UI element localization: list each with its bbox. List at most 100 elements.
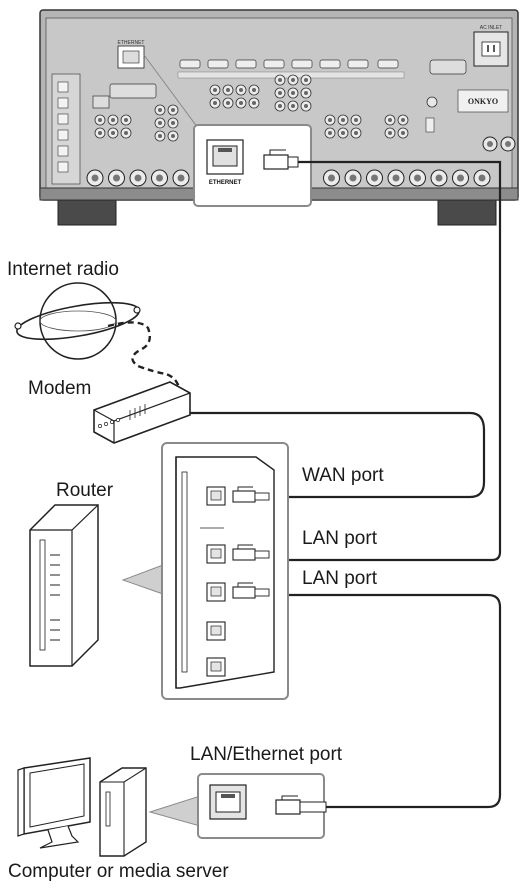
fm-antenna-terminal <box>425 117 435 133</box>
speaker-terminal-core <box>457 174 464 182</box>
speaker-clip-terminal <box>57 81 69 93</box>
rca-jack-core <box>401 118 405 122</box>
computer-plug-boot <box>299 801 327 813</box>
orbit-dot-right <box>133 306 141 314</box>
ethernet-zoom-plug-boot <box>287 156 299 168</box>
rca-jack-core <box>98 131 102 135</box>
hdmi-port <box>319 59 341 69</box>
modem-device <box>93 381 191 444</box>
speaker-terminal-core <box>177 174 185 182</box>
rca-jack-core <box>291 78 295 82</box>
speaker-clip-terminal <box>57 145 69 157</box>
brand-logo: ONKYO <box>468 97 498 106</box>
speaker-terminals <box>86 169 491 187</box>
computer-device <box>17 757 327 857</box>
left-terminals <box>57 81 69 173</box>
pc-input-port <box>429 59 467 75</box>
router-cable-plug-latch <box>237 544 253 549</box>
rca-jack-core <box>291 104 295 108</box>
router-cable-plug <box>232 586 256 599</box>
computer-tower <box>99 767 147 857</box>
computer-ethernet-jack-pins <box>221 794 235 798</box>
computer-callout-pointer <box>148 795 201 827</box>
speaker-terminal-core <box>392 174 400 182</box>
rca-jack-core <box>304 91 308 95</box>
modem-body <box>93 381 191 444</box>
computer-monitor-screen <box>29 763 85 828</box>
rca-jack-core <box>226 88 230 92</box>
rca-jack-core <box>278 91 282 95</box>
computer-plug-latch <box>281 795 298 800</box>
rca-jack-core <box>171 108 175 112</box>
brand-plate <box>457 89 509 113</box>
ac-inlet-label: AC INLET <box>480 25 503 31</box>
speaker-clip-terminal <box>57 129 69 141</box>
cables <box>190 160 502 809</box>
rca-jack-core <box>328 131 332 135</box>
rca-jack-core <box>304 104 308 108</box>
internet-radio-label: Internet radio <box>7 259 119 280</box>
rca-jack-core <box>239 101 243 105</box>
ethernet-port-small-jack <box>122 50 140 64</box>
rca-jack-core <box>354 118 358 122</box>
computer-tower-slot <box>105 791 111 827</box>
router-cable-plug-boot <box>254 492 270 501</box>
hdmi-port <box>179 59 201 69</box>
rca-jack-core <box>252 101 256 105</box>
speaker-terminal-core <box>478 174 486 182</box>
router-ethernet-jack <box>210 548 222 559</box>
hdmi-port <box>377 59 399 69</box>
router-callout-pointer <box>121 564 164 595</box>
computer-monitor-stand <box>39 825 80 849</box>
hdmi-port <box>347 59 369 69</box>
rca-jack-core <box>213 101 217 105</box>
modem-led <box>116 418 120 422</box>
receiver-foot-right <box>437 196 497 226</box>
router-tower-slot <box>39 539 46 651</box>
router-back-slot <box>181 471 188 673</box>
router-ethernet-jack <box>210 625 222 636</box>
universal-port <box>109 83 157 99</box>
router-indicator-lines <box>50 554 60 641</box>
rca-jack-core <box>111 118 115 122</box>
rca-jack-core <box>171 121 175 125</box>
rca-jack-core <box>278 104 282 108</box>
router-label: Router <box>56 480 114 501</box>
hdmi-port <box>207 59 229 69</box>
speaker-terminal-core <box>349 174 357 182</box>
speaker-clip-terminal <box>57 97 69 109</box>
ethernet-zoom-plug-latch <box>269 149 286 155</box>
hdmi-port <box>235 59 257 69</box>
internet-link-dashed <box>107 321 182 393</box>
computer-ethernet-plug <box>275 799 301 815</box>
rca-jack-core <box>388 118 392 122</box>
rca-jack-core <box>252 88 256 92</box>
rca-jack-core <box>124 131 128 135</box>
modem-leds <box>98 404 146 428</box>
am-antenna-terminal <box>426 96 438 108</box>
rca-jack-core <box>341 118 345 122</box>
rca-jack-core <box>354 131 358 135</box>
rca-jack-core <box>158 121 162 125</box>
modem-label: Modem <box>28 378 92 399</box>
speaker-terminal-core <box>91 174 99 182</box>
router-cable-plug-latch <box>237 582 253 587</box>
rca-jack-core <box>98 118 102 122</box>
speaker-terminal-core <box>113 174 120 182</box>
lan-port-label-2: LAN port <box>302 568 377 589</box>
rca-jack-core <box>158 134 162 138</box>
router-device <box>29 442 289 700</box>
router-cable-plug-boot <box>254 588 270 597</box>
router-ethernet-jack <box>210 661 222 672</box>
router-ports <box>206 486 270 677</box>
orbit-dot-left <box>14 322 22 330</box>
ethernet-zoom-label: ETHERNET <box>209 180 242 186</box>
ethernet-zoom-plug <box>263 154 289 170</box>
receiver-ethernet-cable <box>270 160 502 562</box>
hdmi-port <box>291 59 313 69</box>
router-cable-plug <box>232 490 256 503</box>
usb-port <box>92 95 110 109</box>
speaker-clip-terminal <box>57 113 69 125</box>
rca-jack-core <box>171 134 175 138</box>
